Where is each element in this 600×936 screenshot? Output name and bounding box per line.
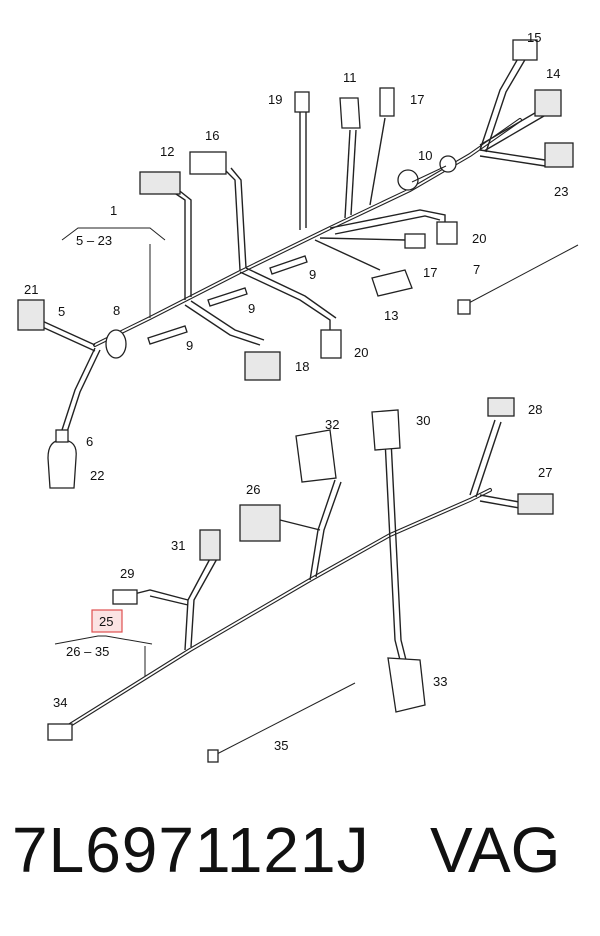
label-28: 28 — [528, 402, 542, 417]
connector-29 — [112, 589, 138, 605]
connector-18 — [244, 351, 281, 381]
label-16: 16 — [205, 128, 219, 143]
label-32: 32 — [325, 417, 339, 432]
connector-21 — [17, 299, 45, 331]
cable-tie-35 — [214, 682, 356, 756]
connector-17-top — [379, 87, 395, 117]
clip-9-a — [147, 325, 188, 345]
label-15: 15 — [527, 30, 541, 45]
cable-tie-35-head — [207, 749, 219, 763]
label-20-right: 20 — [472, 231, 486, 246]
wiring-harness-diagram: 1 5 – 23 15 14 23 11 17 19 10 16 12 20 1… — [17, 30, 579, 763]
label-7: 7 — [473, 262, 480, 277]
brand-name: VAG — [430, 814, 561, 886]
label-9-a: 9 — [186, 338, 193, 353]
label-17-top: 17 — [410, 92, 424, 107]
spring-10 — [411, 165, 447, 183]
connector-20-lower — [320, 329, 342, 359]
label-29: 29 — [120, 566, 134, 581]
label-23: 23 — [554, 184, 568, 199]
connector-26 — [239, 504, 281, 542]
connector-17-lower — [404, 233, 426, 249]
label-34: 34 — [53, 695, 67, 710]
label-22: 22 — [90, 468, 104, 483]
label-6: 6 — [86, 434, 93, 449]
connector-13 — [371, 269, 413, 297]
label-12: 12 — [160, 144, 174, 159]
bracket-25 — [54, 635, 153, 645]
highlight-25 — [91, 609, 123, 633]
clip-9-b — [207, 287, 248, 307]
label-25: 25 — [99, 614, 113, 629]
connector-31 — [199, 529, 221, 561]
upper-harness — [17, 39, 579, 489]
connector-33 — [387, 657, 426, 713]
plug-6 — [55, 429, 69, 443]
label-13: 13 — [384, 308, 398, 323]
label-26: 26 — [246, 482, 260, 497]
label-14: 14 — [546, 66, 560, 81]
label-25-range: 26 – 35 — [66, 644, 109, 659]
label-5: 5 — [58, 304, 65, 319]
label-1-range: 5 – 23 — [76, 233, 112, 248]
connector-15 — [512, 39, 538, 61]
relay-23 — [544, 142, 574, 168]
label-20-lower: 20 — [354, 345, 368, 360]
label-17-lower: 17 — [423, 265, 437, 280]
label-10: 10 — [418, 148, 432, 163]
connector-14 — [534, 89, 562, 117]
lower-harness — [47, 397, 554, 763]
label-33: 33 — [433, 674, 447, 689]
label-8: 8 — [113, 303, 120, 318]
connector-22 — [47, 439, 77, 489]
grommet-10 — [397, 169, 419, 191]
label-31: 31 — [171, 538, 185, 553]
connector-28 — [487, 397, 515, 417]
label-18: 18 — [295, 359, 309, 374]
label-19: 19 — [268, 92, 282, 107]
connector-11 — [339, 97, 361, 129]
connector-16 — [189, 151, 227, 175]
label-11: 11 — [343, 70, 357, 85]
label-1: 1 — [110, 203, 117, 218]
connector-19 — [294, 91, 310, 113]
connector-34 — [47, 723, 73, 741]
label-9-b: 9 — [248, 301, 255, 316]
bracket-1 — [61, 227, 166, 241]
cable-tie-7 — [464, 244, 579, 306]
clip-9-c — [269, 255, 308, 275]
callout-labels: 1 5 – 23 15 14 23 11 17 19 10 16 12 20 1… — [24, 30, 568, 753]
connector-27 — [517, 493, 554, 515]
part-number: 7L6971121J — [12, 814, 370, 886]
cable-tie-7-head — [457, 299, 471, 315]
label-9-c: 9 — [309, 267, 316, 282]
grommet-8 — [105, 329, 127, 359]
connector-12 — [139, 171, 181, 195]
label-30: 30 — [416, 413, 430, 428]
connector-30 — [371, 409, 401, 451]
label-21: 21 — [24, 282, 38, 297]
label-35: 35 — [274, 738, 288, 753]
grommet-10b — [439, 155, 457, 173]
connector-32 — [295, 429, 337, 483]
connector-20-right — [436, 221, 458, 245]
label-27: 27 — [538, 465, 552, 480]
